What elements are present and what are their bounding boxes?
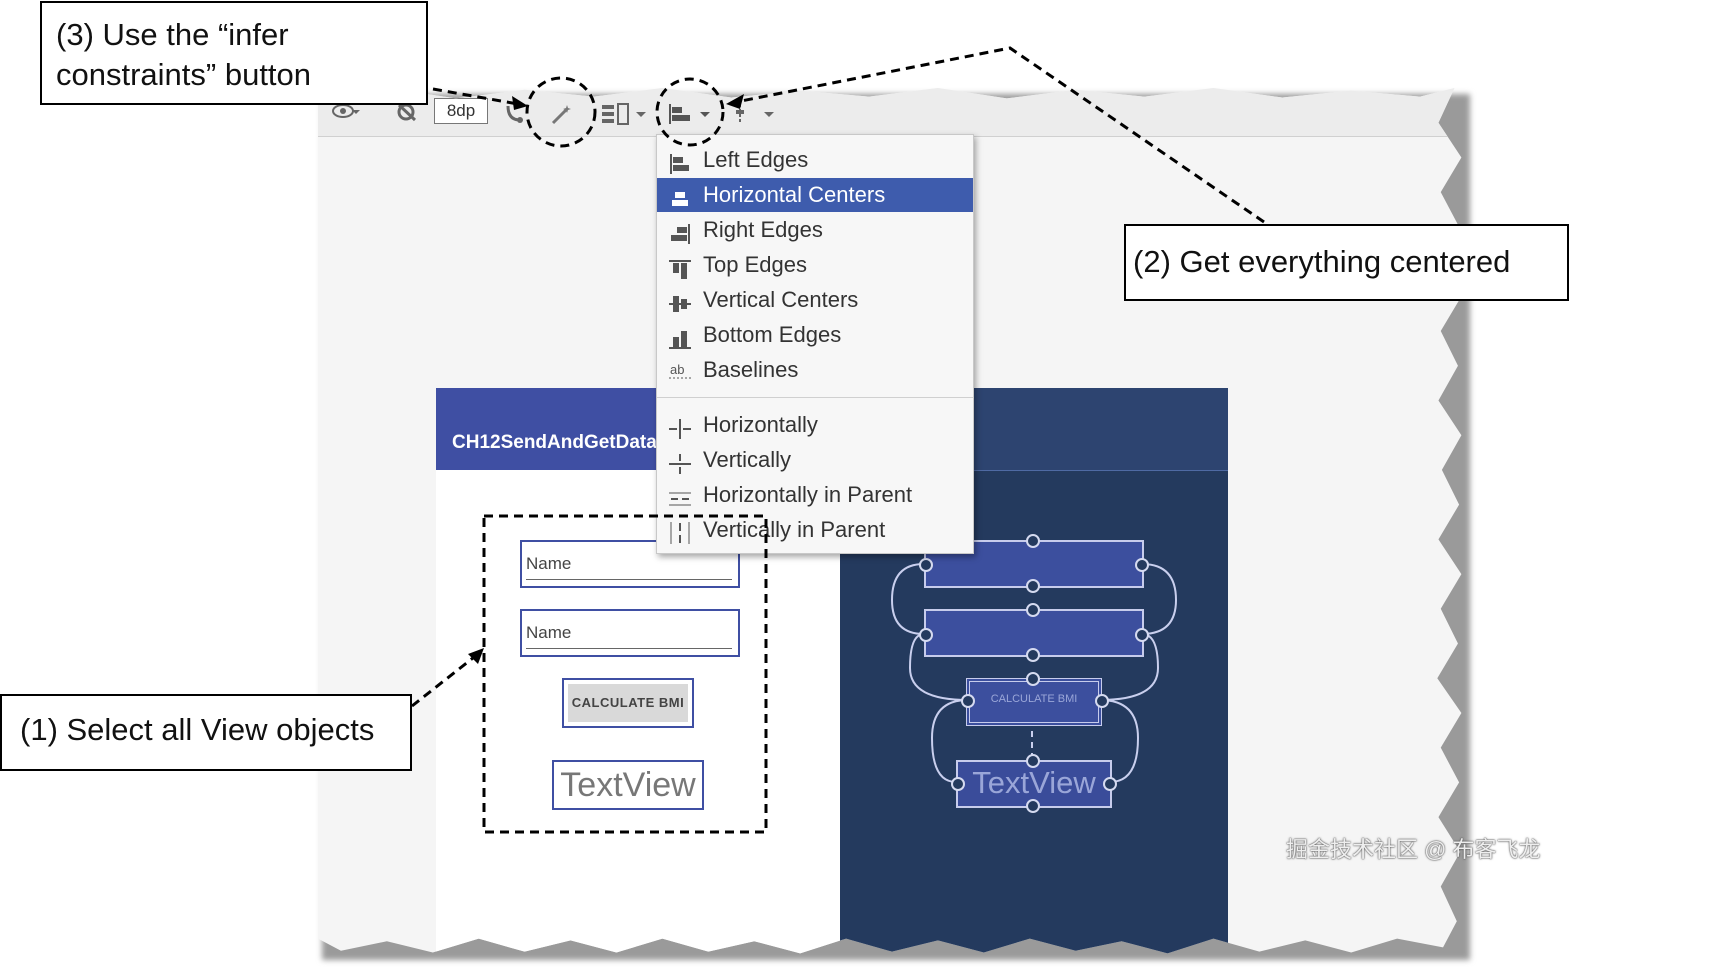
align-vertical-centers-icon (669, 290, 691, 312)
callout-step3: (3) Use the “infer constraints” button (40, 1, 428, 105)
constraint-handle[interactable] (1135, 628, 1149, 642)
constraint-handle[interactable] (1026, 603, 1040, 617)
name-field-1-hint: Name (526, 554, 572, 573)
center-horizontally-parent-icon (669, 485, 691, 506)
layout-toolbar: 8dp (318, 88, 1462, 137)
app-title: CH12SendAndGetData (452, 432, 657, 453)
calculate-bmi-button[interactable]: CALCULATE BMI (562, 678, 694, 728)
selection-box (482, 514, 768, 834)
constraint-handle[interactable] (961, 694, 975, 708)
menu-item-vertical-centers[interactable]: Vertical Centers (657, 283, 973, 317)
calculate-bmi-label: CALCULATE BMI (568, 684, 688, 722)
callout-step1-text: (1) Select all View objects (20, 712, 375, 747)
guidelines-icon[interactable] (732, 102, 780, 131)
constraint-handle[interactable] (919, 558, 933, 572)
textview[interactable]: TextView (552, 760, 704, 810)
autoconnect-off-icon[interactable] (396, 102, 418, 127)
menu-item-horizontally[interactable]: Horizontally (657, 408, 973, 442)
menu-item-right-edges[interactable]: Right Edges (657, 213, 973, 247)
blueprint-textview-label: TextView (972, 765, 1096, 800)
constraint-handle[interactable] (1026, 754, 1040, 768)
default-margin-field[interactable]: 8dp (434, 98, 488, 124)
name-field-2-hint: Name (526, 623, 572, 642)
pack-icon[interactable] (600, 102, 652, 131)
baselines-icon: ab (669, 360, 691, 380)
watermark: 掘金技术社区 @ 布客飞龙 (1286, 837, 1541, 862)
constraint-handle[interactable] (1103, 777, 1117, 791)
arrow-step1 (411, 652, 479, 708)
constraint-handle[interactable] (951, 777, 965, 791)
constraint-handle[interactable] (1135, 558, 1149, 572)
menu-item-vertically[interactable]: Vertically (657, 443, 973, 477)
menu-item-vertically-in-parent[interactable]: Vertically in Parent (657, 513, 973, 547)
align-button-highlight (655, 77, 725, 147)
menu-item-horizontal-centers[interactable]: Horizontal Centers (657, 178, 973, 212)
callout-step2-text: (2) Get everything centered (1133, 244, 1511, 279)
constraint-handle[interactable] (1026, 648, 1040, 662)
svg-text:ab: ab (670, 362, 684, 377)
center-vertically-parent-icon (669, 520, 691, 544)
field-underline (526, 648, 732, 649)
field-underline (526, 579, 732, 580)
callout-step2: (2) Get everything centered (1124, 224, 1569, 301)
menu-item-baselines[interactable]: ab Baselines (669, 357, 799, 382)
blueprint-preview: CALCULATE BMI TextView (840, 388, 1228, 954)
align-top-edges-icon (669, 255, 691, 279)
blueprint-calculate-bmi-label: CALCULATE BMI (990, 693, 1078, 705)
center-horizontally-icon (669, 415, 691, 439)
menu-item-bottom-edges[interactable]: Bottom Edges (657, 318, 973, 352)
constraint-handle[interactable] (1026, 672, 1040, 686)
arrow-step3 (432, 87, 519, 106)
eye-icon[interactable] (332, 102, 360, 125)
infer-constraints-highlight (525, 76, 597, 148)
callout-step1: (1) Select all View objects (0, 694, 412, 771)
blueprint-textview[interactable]: TextView (956, 760, 1112, 808)
arrow-step2 (735, 46, 1265, 224)
constraint-handle[interactable] (1095, 694, 1109, 708)
align-left-edges-icon (669, 150, 691, 174)
menu-item-top-edges[interactable]: Top Edges (657, 248, 973, 282)
menu-separator (657, 397, 973, 398)
align-right-edges-icon (669, 220, 691, 244)
constraint-handle[interactable] (919, 628, 933, 642)
clear-constraints-icon[interactable] (504, 102, 526, 129)
align-horizontal-centers-icon (669, 185, 691, 206)
constraint-handle[interactable] (1026, 579, 1040, 593)
infer-constraints-icon[interactable] (550, 102, 574, 131)
align-dropdown-menu: Left Edges Horizontal Centers Right Edge… (656, 134, 974, 554)
callout-step3-text: (3) Use the “infer constraints” button (56, 17, 312, 92)
constraint-handle[interactable] (1026, 799, 1040, 813)
menu-item-left-edges[interactable]: Left Edges (657, 143, 973, 177)
align-bottom-edges-icon (669, 325, 691, 349)
align-icon[interactable] (668, 102, 716, 131)
menu-item-horizontally-in-parent[interactable]: Horizontally in Parent (657, 478, 973, 512)
name-field-2[interactable]: Name (520, 609, 740, 657)
constraint-handle[interactable] (1026, 534, 1040, 548)
center-vertically-icon (669, 450, 691, 474)
